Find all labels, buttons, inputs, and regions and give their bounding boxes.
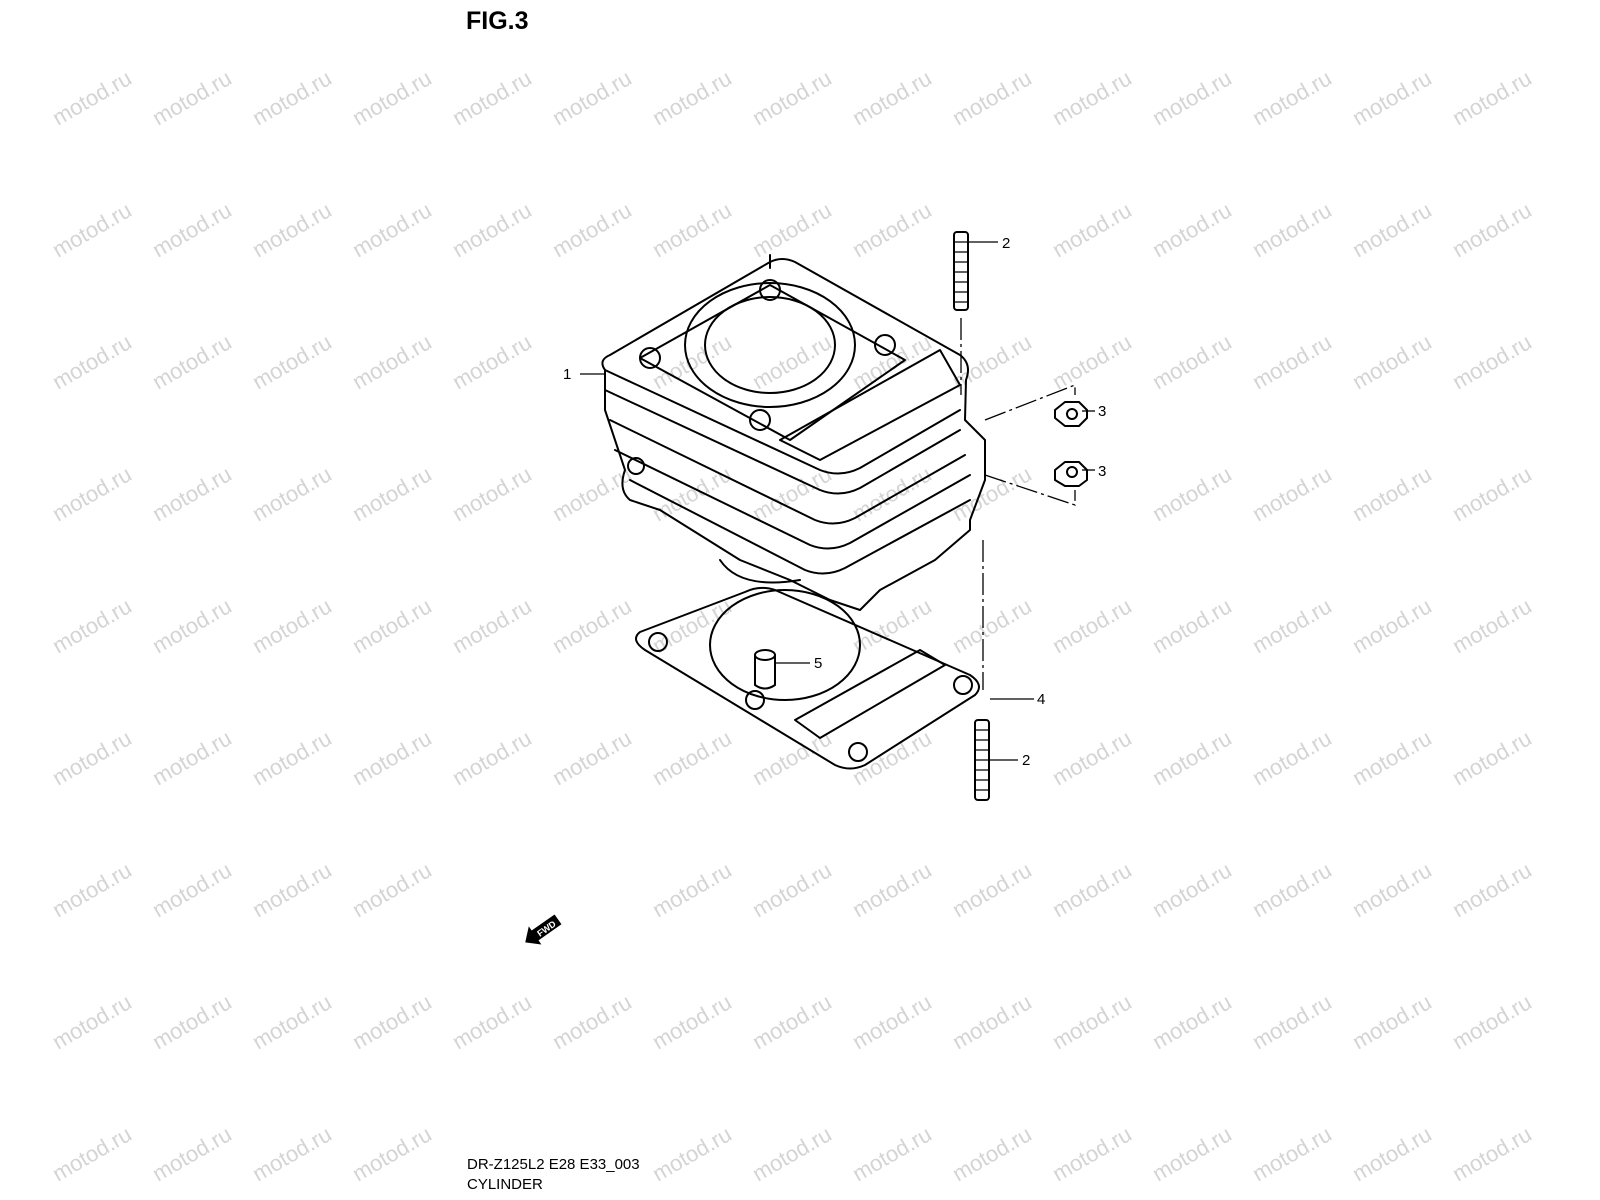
fwd-arrow-icon: FWD xyxy=(525,914,562,945)
callout-2-lower: 2 xyxy=(1022,752,1030,769)
cylinder-part-1[interactable] xyxy=(601,254,986,611)
assembly-lines xyxy=(960,318,1076,690)
stud-bolt-upper[interactable] xyxy=(953,231,969,311)
leader-lines xyxy=(580,241,1095,761)
diagram-code: DR-Z125L2 E28 E33_003 xyxy=(467,1156,640,1173)
nut-upper[interactable] xyxy=(1054,401,1088,427)
callout-1: 1 xyxy=(563,366,571,383)
dowel-pin-part-5[interactable] xyxy=(754,649,776,690)
diagram-name: CYLINDER xyxy=(467,1176,543,1193)
nut-lower[interactable] xyxy=(1054,461,1088,487)
callout-4: 4 xyxy=(1037,691,1045,708)
gasket-part-4[interactable] xyxy=(635,586,980,770)
stud-bolt-lower[interactable] xyxy=(974,719,990,801)
callout-3-lower: 3 xyxy=(1098,463,1106,480)
callout-3-upper: 3 xyxy=(1098,403,1106,420)
callout-2-upper: 2 xyxy=(1002,235,1010,252)
callout-5: 5 xyxy=(814,655,822,672)
figure-title: FIG.3 xyxy=(466,7,529,35)
